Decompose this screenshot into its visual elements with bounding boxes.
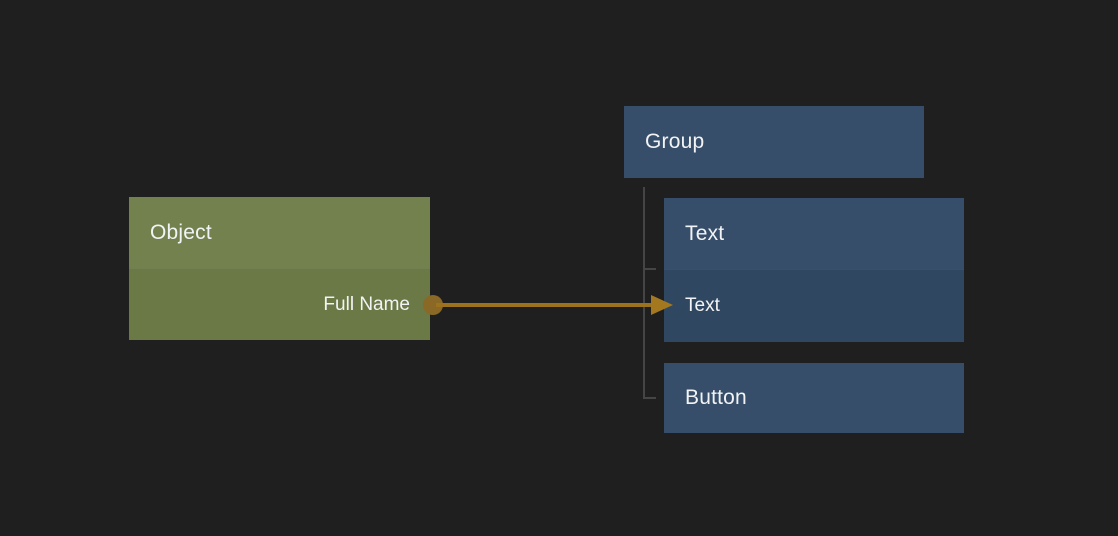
connector-line bbox=[436, 303, 653, 307]
group-node[interactable]: Group bbox=[624, 106, 924, 178]
text-field-row[interactable]: Text bbox=[664, 269, 964, 342]
button-node-header[interactable]: Button bbox=[664, 363, 964, 433]
object-node-header[interactable]: Object bbox=[129, 197, 430, 268]
object-field-row[interactable]: Full Name bbox=[129, 268, 430, 340]
group-node-header[interactable]: Group bbox=[624, 106, 924, 178]
output-port-dot-icon[interactable] bbox=[423, 295, 443, 315]
tree-connector-stub-button bbox=[643, 397, 656, 399]
tree-connector-vertical-line bbox=[643, 187, 645, 399]
binding-connection-arrow[interactable] bbox=[420, 290, 680, 320]
object-node[interactable]: Object Full Name bbox=[129, 197, 430, 340]
button-node-title: Button bbox=[685, 386, 747, 409]
object-field-label: Full Name bbox=[323, 293, 410, 315]
text-node-header[interactable]: Text bbox=[664, 198, 964, 269]
object-node-title: Object bbox=[150, 220, 212, 244]
tree-connector-stub-text bbox=[643, 268, 656, 270]
text-node[interactable]: Text Text bbox=[664, 198, 964, 342]
text-node-title: Text bbox=[685, 221, 725, 245]
group-node-title: Group bbox=[645, 130, 705, 153]
button-node[interactable]: Button bbox=[664, 363, 964, 433]
text-field-label: Text bbox=[685, 295, 720, 316]
arrowhead-icon bbox=[651, 295, 673, 315]
